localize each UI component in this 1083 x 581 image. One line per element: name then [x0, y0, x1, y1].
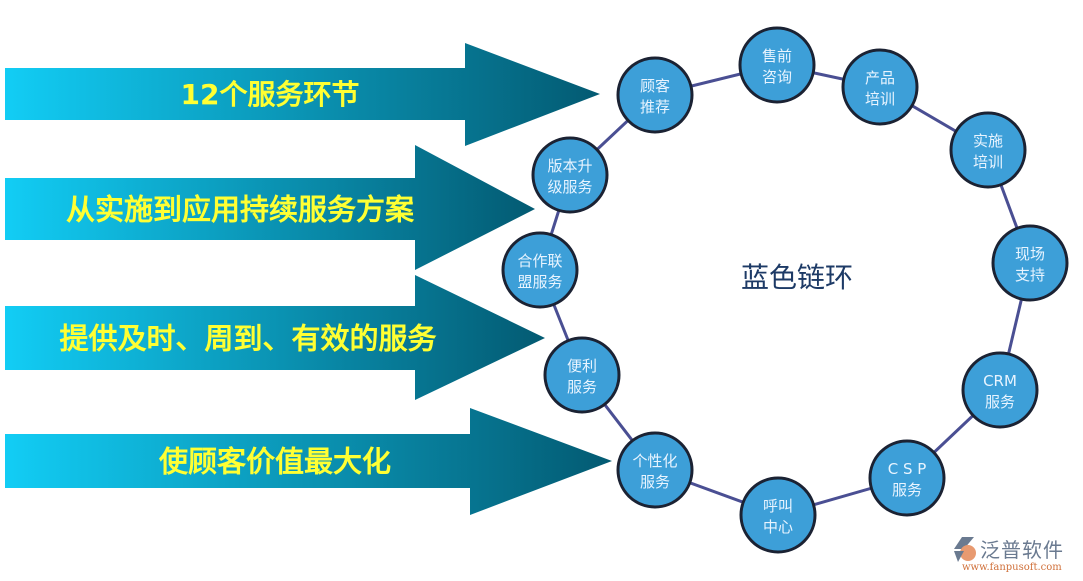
node-label: 实施	[973, 132, 1003, 150]
node-label: 产品	[865, 69, 895, 87]
node-label: 推荐	[640, 98, 670, 116]
logo-name: 泛普软件	[980, 538, 1064, 562]
arrow-shape	[5, 145, 535, 270]
node-circle	[616, 56, 694, 134]
node-circle	[961, 351, 1039, 429]
arrow-label: 使顾客价值最大化	[158, 444, 391, 478]
center-label: 蓝色链环	[741, 261, 853, 294]
node-circle	[868, 439, 946, 517]
arrow-shape	[5, 275, 545, 400]
node-label: 服务	[985, 393, 1015, 411]
logo: 泛普软件 www.fanpusoft.com	[950, 530, 1080, 580]
node-label: 顾客	[640, 77, 670, 95]
arrow-shape	[5, 43, 600, 146]
node-label: 中心	[763, 518, 793, 536]
node-label: 服务	[892, 481, 922, 499]
node-label: 盟服务	[517, 273, 562, 291]
arrow-4: 使顾客价值最大化	[5, 408, 612, 515]
node-circle	[738, 26, 816, 104]
logo-url: www.fanpusoft.com	[962, 562, 1062, 573]
chain-node: CRM 服务	[961, 351, 1039, 429]
node-label: CRM	[983, 372, 1017, 390]
arrow-2: 从实施到应用持续服务方案	[5, 145, 535, 270]
arrow-label: 12个服务环节	[181, 78, 360, 111]
chain-node: C S P 服务	[868, 439, 946, 517]
node-circle	[616, 431, 694, 509]
node-label: C S P	[888, 460, 927, 478]
arrow-label: 提供及时、周到、有效的服务	[59, 321, 436, 355]
node-label: 版本升	[547, 157, 592, 175]
arrow-1: 12个服务环节	[5, 43, 600, 146]
node-label: 呼叫	[763, 497, 793, 515]
logo-icon	[954, 537, 976, 562]
node-circle	[949, 111, 1027, 189]
node-label: 培训	[973, 153, 1003, 171]
node-label: 售前	[762, 47, 792, 65]
node-circle	[543, 336, 621, 414]
node-label: 级服务	[547, 178, 592, 196]
node-label: 服务	[640, 473, 670, 491]
arrow-shape	[5, 408, 612, 515]
node-circle	[841, 48, 919, 126]
node-label: 现场	[1015, 245, 1045, 263]
node-label: 合作联	[517, 252, 562, 270]
node-label: 培训	[865, 90, 895, 108]
node-label: 便利	[567, 357, 597, 375]
node-circle	[991, 224, 1069, 302]
arrow-label: 从实施到应用持续服务方案	[66, 192, 415, 226]
node-label: 服务	[567, 378, 597, 396]
node-circle	[501, 231, 579, 309]
node-circle	[739, 476, 817, 554]
node-label: 支持	[1015, 266, 1045, 284]
arrow-3: 提供及时、周到、有效的服务	[5, 275, 545, 400]
node-label: 咨询	[762, 68, 792, 86]
node-label: 个性化	[632, 452, 677, 470]
node-circle	[531, 136, 609, 214]
